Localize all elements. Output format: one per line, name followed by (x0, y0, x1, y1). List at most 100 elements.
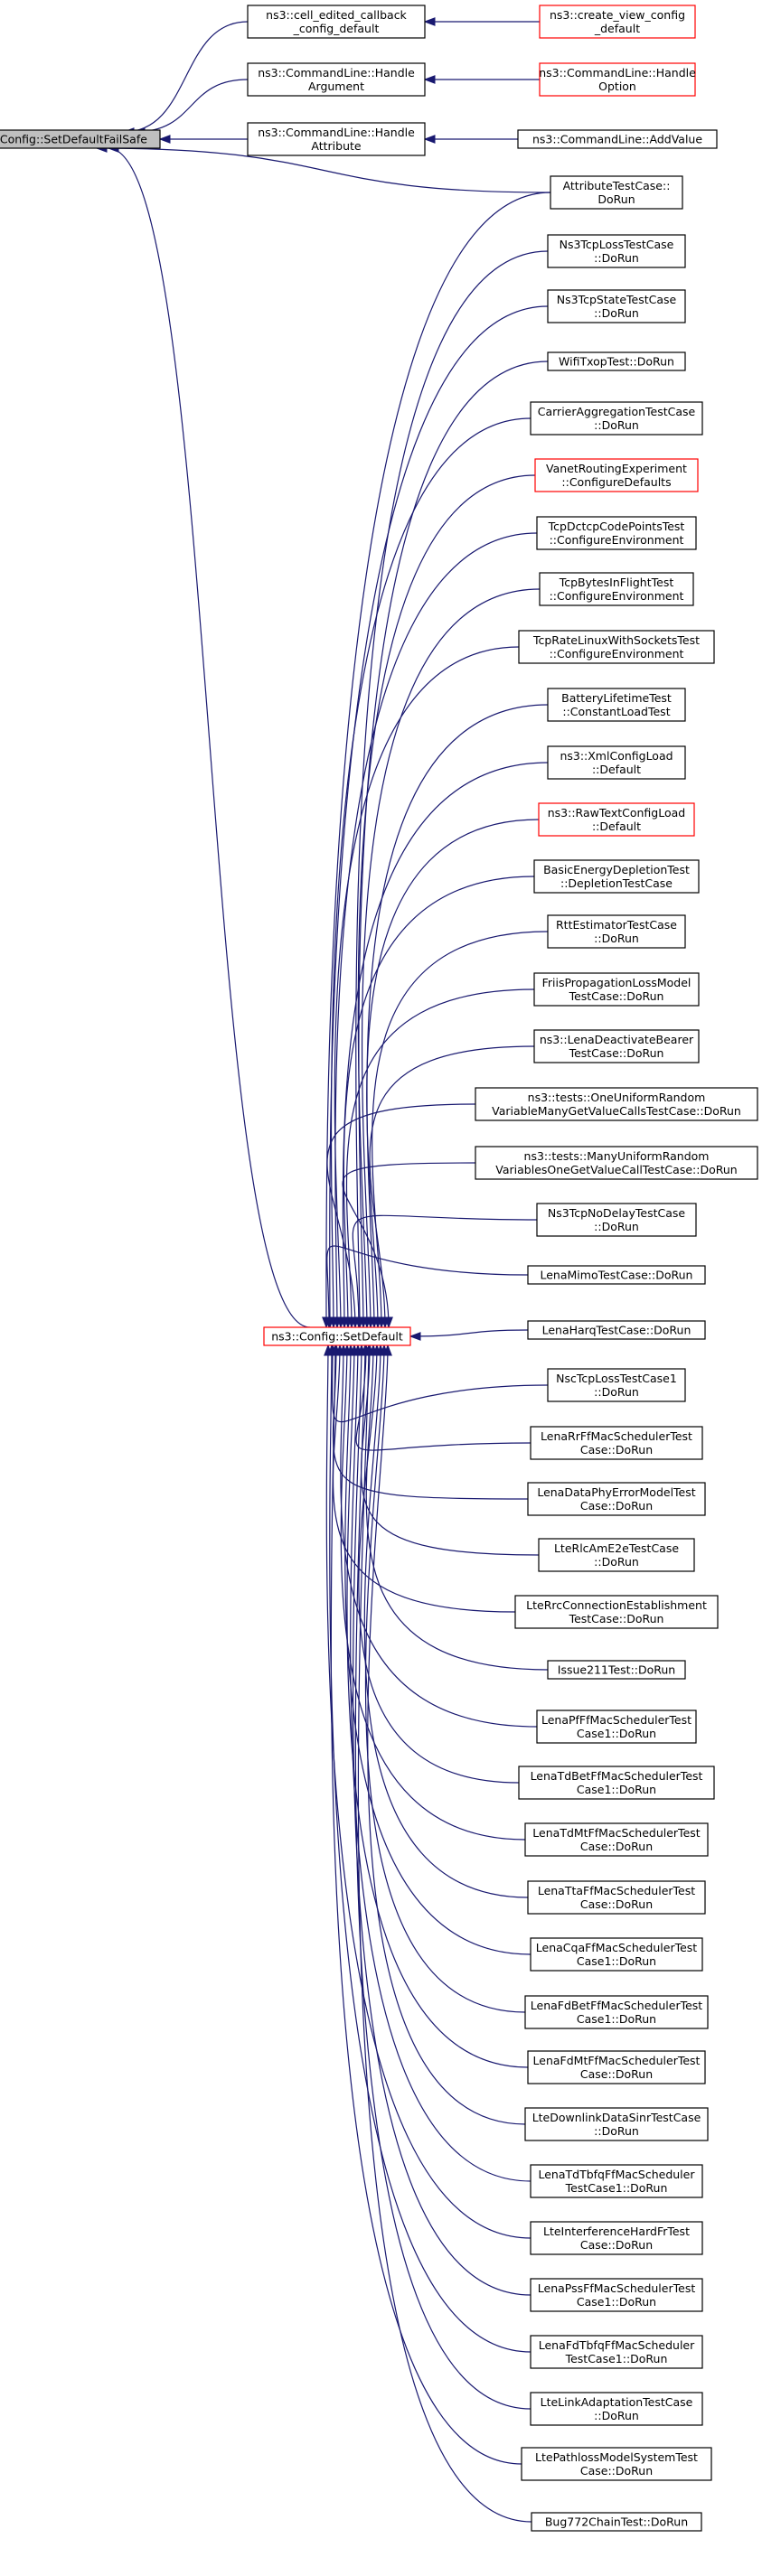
node-test-caller-36-box (530, 2164, 703, 2198)
node-top-caller-3-box (247, 122, 426, 156)
node-top-caller-3-label-2: Attribute (311, 139, 362, 153)
node-test-caller-12[interactable]: ns3::RawTextConfigLoad::Default (538, 802, 695, 837)
node-test-caller-6[interactable]: VanetRoutingExperiment::ConfigureDefault… (534, 458, 699, 492)
node-test-caller-11[interactable]: ns3::XmlConfigLoad::Default (547, 745, 686, 780)
node-test-caller-22-label-1: NscTcpLossTestCase1 (556, 1372, 677, 1385)
edge-test-19-arrowhead (354, 1316, 363, 1329)
node-top-caller-1-box (247, 5, 426, 39)
node-test-caller-13[interactable]: BasicEnergyDepletionTest::DepletionTestC… (533, 859, 700, 894)
node-test-caller-27-box (547, 1660, 686, 1680)
node-top-caller-2-label-2: Argument (308, 80, 364, 93)
edge-test-23 (355, 1344, 532, 1451)
node-test-caller-5-box (530, 401, 703, 436)
edge-test-28 (340, 1344, 538, 1728)
node-test-caller-7-label-2: ::ConfigureEnvironment (550, 533, 684, 547)
node-test-caller-22[interactable]: NscTcpLossTestCase1::DoRun (547, 1368, 686, 1402)
node-test-caller-25[interactable]: LteRlcAmE2eTestCase::DoRun (538, 1538, 695, 1572)
node-test-caller-16-label-1: ns3::LenaDeactivateBearer (540, 1033, 694, 1046)
node-test-caller-3[interactable]: Ns3TcpStateTestCase::DoRun (547, 289, 686, 323)
node-set-default[interactable]: ns3::Config::SetDefault (263, 1326, 411, 1346)
node-test-caller-10[interactable]: BatteryLifetimeTest::ConstantLoadTest (547, 688, 686, 722)
node-test-caller-20[interactable]: LenaMimoTestCase::DoRun (527, 1265, 706, 1285)
node-test-caller-11-label-1: ns3::XmlConfigLoad (560, 749, 673, 763)
node-test-caller-2-box (547, 234, 686, 268)
node-test-caller-9[interactable]: TcpRateLinuxWithSocketsTest::ConfigureEn… (518, 630, 715, 664)
node-test-caller-1-box (550, 175, 683, 210)
node-top-caller-2-parent-label-2: Option (598, 80, 636, 93)
edge-test-19 (352, 1214, 538, 1328)
node-test-caller-29-label-1: LenaTdBetFfMacSchedulerTest (531, 1769, 703, 1783)
node-top-caller-3-parent-box (517, 129, 718, 149)
node-test-caller-21[interactable]: LenaHarqTestCase::DoRun (527, 1320, 706, 1340)
node-test-caller-8[interactable]: TcpBytesInFlightTest::ConfigureEnvironme… (539, 572, 694, 606)
node-test-caller-14-box (547, 914, 686, 949)
node-test-caller-3-label-2: ::DoRun (594, 306, 639, 320)
node-test-caller-7[interactable]: TcpDctcpCodePointsTest::ConfigureEnviron… (536, 516, 697, 550)
node-test-caller-23-label-1: LenaRrFfMacSchedulerTest (541, 1429, 692, 1443)
node-test-caller-35-label-1: LteDownlinkDataSinrTestCase (532, 2111, 701, 2124)
node-test-caller-10-label-2: ::ConstantLoadTest (562, 705, 670, 718)
edge-test-41 (330, 1344, 522, 2465)
node-set-default-fail-safe[interactable]: ns3::Config::SetDefaultFailSafe (0, 129, 161, 149)
node-test-caller-25-box (538, 1538, 695, 1572)
node-test-caller-2[interactable]: Ns3TcpLossTestCase::DoRun (547, 234, 686, 268)
node-test-caller-9-label-1: TcpRateLinuxWithSocketsTest (532, 633, 700, 647)
node-test-caller-35[interactable]: LteDownlinkDataSinrTestCase::DoRun (524, 2107, 709, 2141)
node-test-caller-26[interactable]: LteRrcConnectionEstablishmentTestCase::D… (514, 1595, 719, 1629)
node-test-caller-12-label-1: ns3::RawTextConfigLoad (548, 806, 685, 820)
edge-test-3 (329, 305, 549, 1328)
node-test-caller-32-label-1: LenaCqaFfMacSchedulerTest (536, 1941, 698, 1954)
node-test-caller-14-label-1: RttEstimatorTestCase (556, 918, 677, 932)
node-test-caller-5[interactable]: CarrierAggregationTestCase::DoRun (530, 401, 703, 436)
node-test-caller-42[interactable]: Bug772ChainTest::DoRun (531, 2512, 702, 2532)
edge-test-18 (342, 1162, 476, 1328)
edge-test-17 (326, 1103, 476, 1328)
node-top-caller-3-parent[interactable]: ns3::CommandLine::AddValue (517, 129, 718, 149)
edge-test-21 (409, 1329, 529, 1337)
node-test-caller-12-box (538, 802, 695, 837)
node-test-caller-1[interactable]: AttributeTestCase::DoRun (550, 175, 683, 210)
edge-test-21-arrowhead (409, 1332, 421, 1341)
node-test-caller-19[interactable]: Ns3TcpNoDelayTestCase::DoRun (536, 1203, 697, 1237)
node-test-caller-14[interactable]: RttEstimatorTestCase::DoRun (547, 914, 686, 949)
node-test-caller-18[interactable]: ns3::tests::ManyUniformRandomVariablesOn… (475, 1146, 758, 1180)
node-top-caller-1-parent[interactable]: ns3::create_view_config_default (539, 5, 696, 39)
node-test-caller-4[interactable]: WifiTxopTest::DoRun (547, 351, 686, 371)
node-test-caller-27[interactable]: Issue211Test::DoRun (547, 1660, 686, 1680)
edge-test-42-arrowhead (364, 1344, 373, 1356)
node-test-caller-18-label-2: VariablesOneGetValueCallTestCase::DoRun (495, 1163, 737, 1176)
node-test-caller-12-label-2: ::Default (592, 820, 641, 833)
node-test-caller-17[interactable]: ns3::tests::OneUniformRandomVariableMany… (475, 1087, 758, 1121)
edge-test-13 (343, 876, 535, 1328)
node-set-default-fail-safe-label-1: ns3::Config::SetDefaultFailSafe (0, 133, 147, 146)
node-test-caller-40[interactable]: LteLinkAdaptationTestCase::DoRun (530, 2392, 703, 2426)
node-test-caller-29-box (518, 1766, 715, 1800)
node-test-caller-24-label-1: LenaDataPhyErrorModelTest (537, 1485, 695, 1499)
edge-test-6 (357, 474, 536, 1328)
node-test-caller-5-label-1: CarrierAggregationTestCase (538, 405, 696, 418)
node-test-caller-39-label-2: TestCase1::DoRun (565, 2352, 668, 2365)
node-test-caller-39-box (530, 2335, 703, 2369)
edge-test-12 (366, 819, 540, 1328)
node-top-caller-1[interactable]: ns3::cell_edited_callback_config_default (247, 5, 426, 39)
node-test-caller-2-label-2: ::DoRun (594, 251, 639, 265)
